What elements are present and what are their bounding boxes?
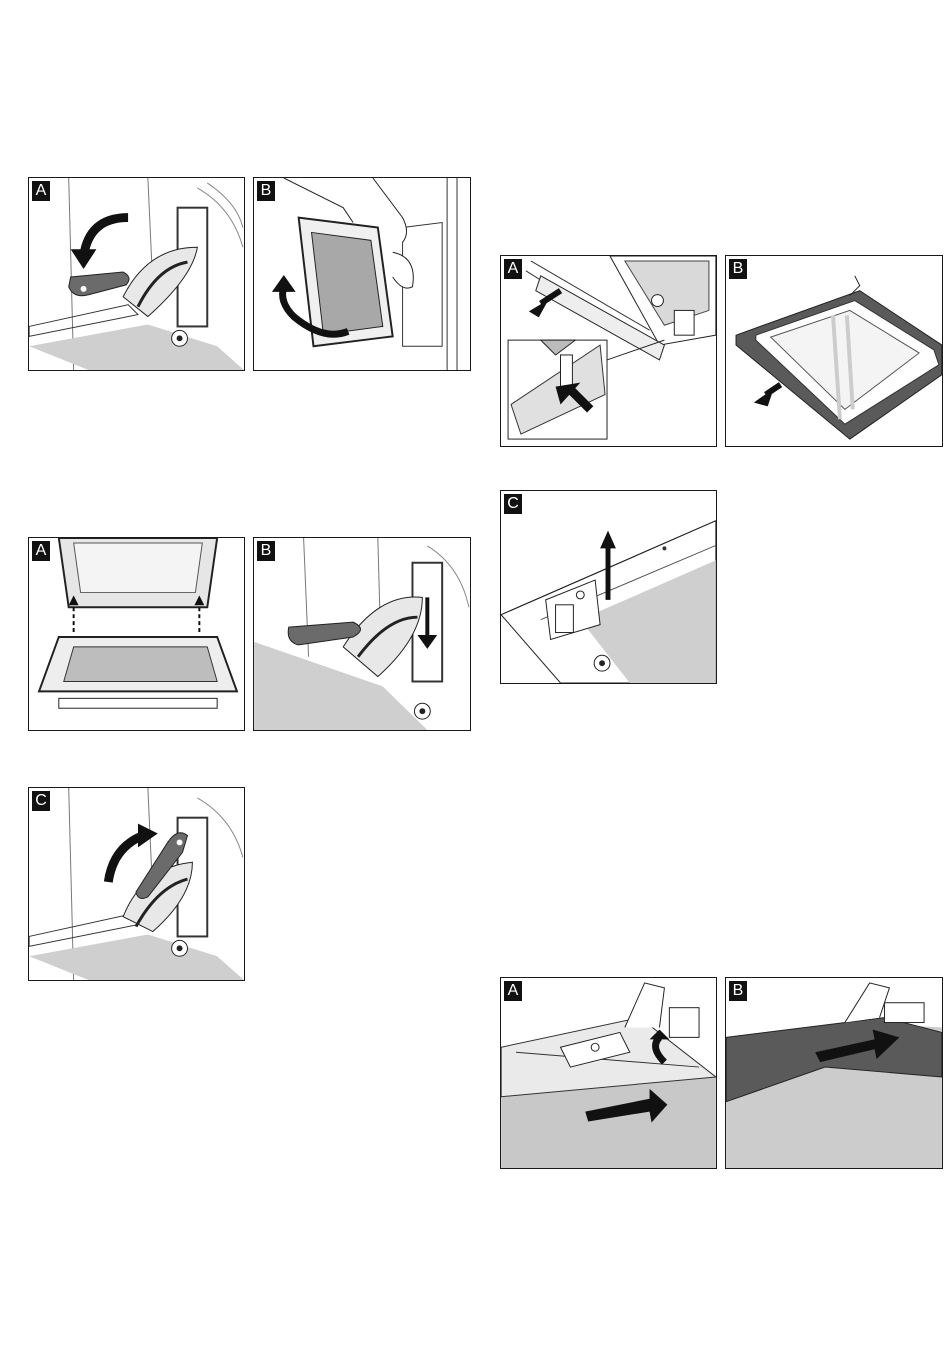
glass-clip-release-illustration bbox=[501, 256, 716, 446]
figure-clip-lift: C bbox=[500, 490, 717, 684]
glass-pane-remove-illustration bbox=[726, 256, 942, 446]
figure-label: B bbox=[729, 259, 747, 279]
figure-hinge-lever-slot: B bbox=[253, 537, 471, 731]
glass-slide-illustration bbox=[726, 978, 942, 1168]
hinge-lever-up-illustration bbox=[29, 788, 244, 980]
figure-label: A bbox=[32, 541, 50, 561]
figure-label: A bbox=[504, 259, 522, 279]
figure-hinge-lever-down: A bbox=[28, 177, 245, 371]
figure-label: B bbox=[257, 541, 275, 561]
figure-glass-insert: A bbox=[500, 977, 717, 1169]
figure-door-hook: A bbox=[28, 537, 245, 731]
hinge-lever-down-illustration bbox=[29, 178, 244, 370]
figure-label: C bbox=[32, 791, 50, 811]
figure-glass-slide: B bbox=[725, 977, 943, 1169]
hinge-lever-slot-illustration bbox=[254, 538, 470, 730]
figure-label: A bbox=[504, 981, 522, 1001]
figure-door-lift: B bbox=[253, 177, 471, 371]
door-lift-illustration bbox=[254, 178, 470, 370]
figure-label: B bbox=[257, 181, 275, 201]
figure-label: B bbox=[729, 981, 747, 1001]
figure-glass-pane-remove: B bbox=[725, 255, 943, 447]
figure-hinge-lever-up: C bbox=[28, 787, 245, 981]
door-hook-illustration bbox=[29, 538, 244, 730]
figure-label: A bbox=[32, 181, 50, 201]
figure-glass-clip-release: A bbox=[500, 255, 717, 447]
figure-label: C bbox=[504, 494, 522, 514]
clip-lift-illustration bbox=[501, 491, 716, 683]
glass-insert-illustration bbox=[501, 978, 716, 1168]
